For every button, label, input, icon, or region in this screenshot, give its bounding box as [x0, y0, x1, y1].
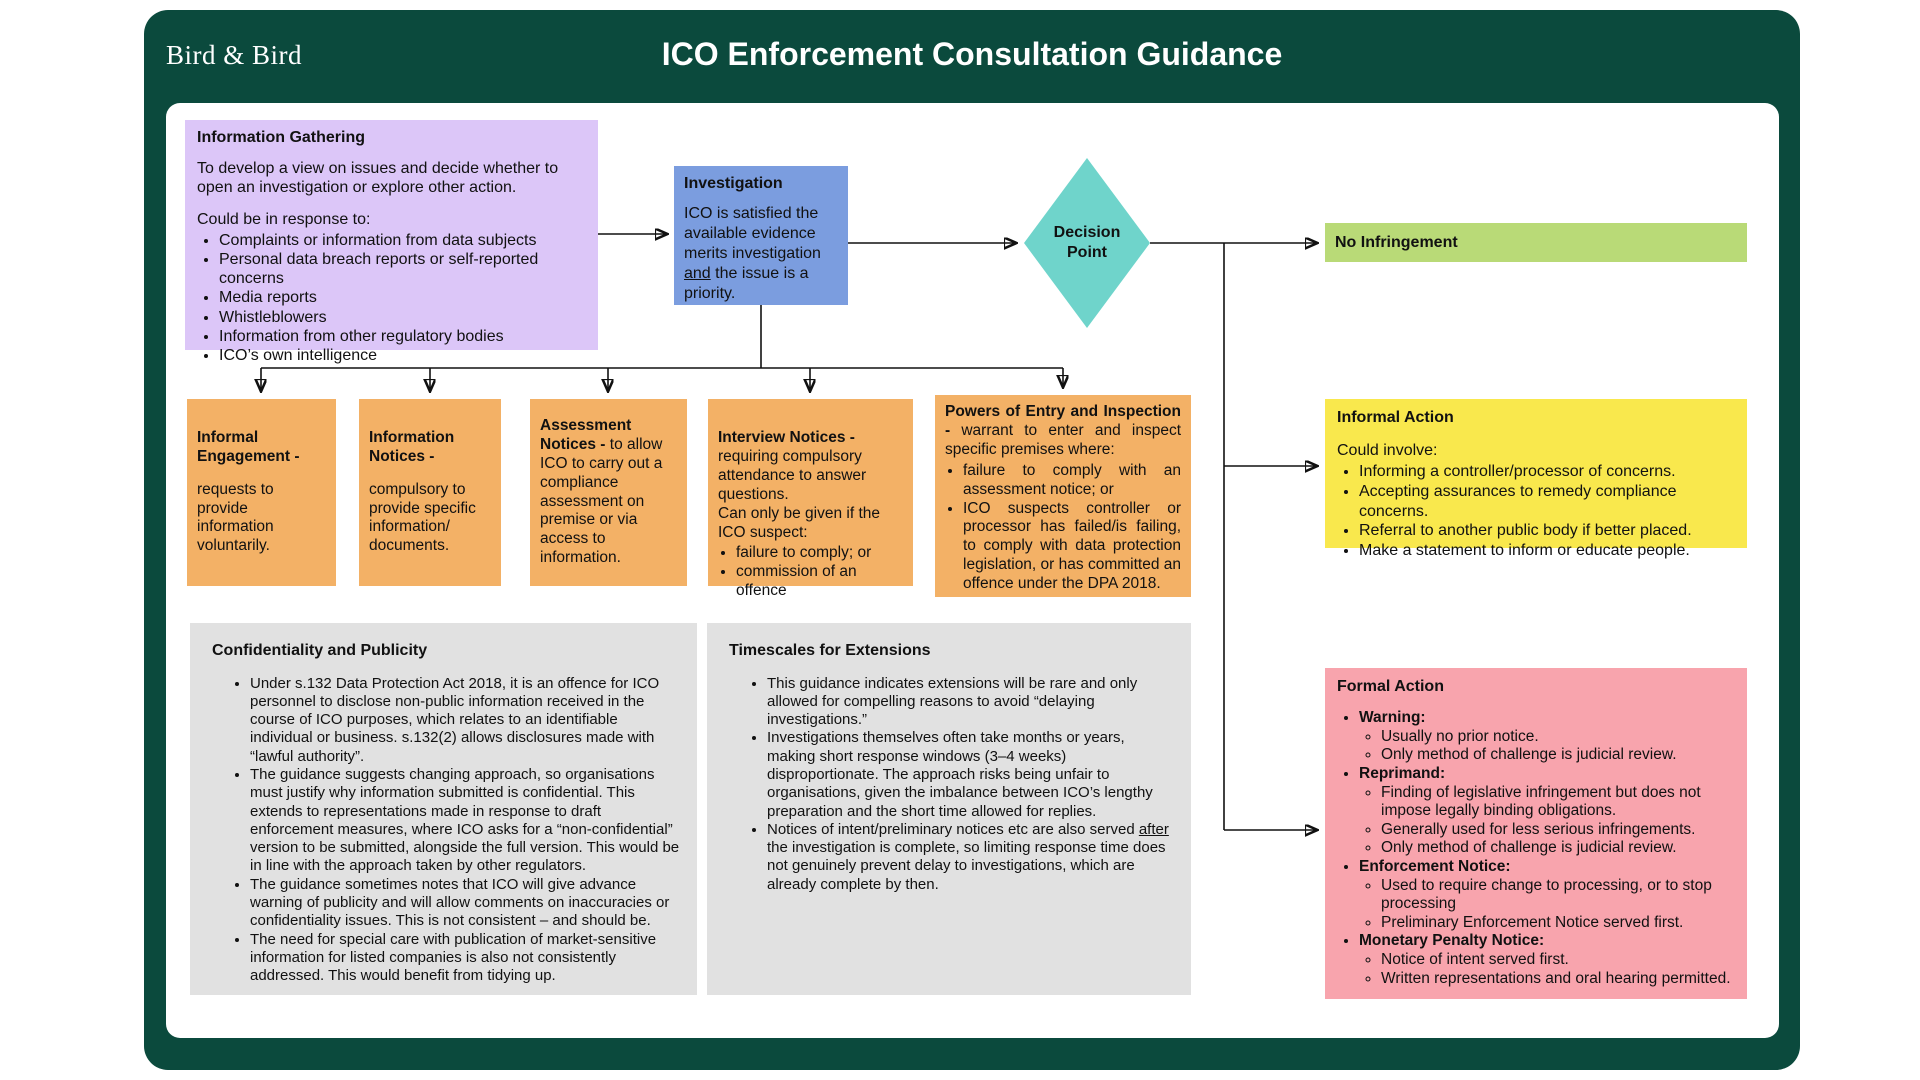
confidentiality-publicity-box: Confidentiality and Publicity Under s.13… [190, 623, 697, 995]
list-item: Whistleblowers [219, 308, 586, 327]
formal-action-box: Formal Action Warning: Usually no prior … [1325, 668, 1747, 999]
timescales-extensions-title: Timescales for Extensions [729, 642, 931, 659]
powers-of-entry-box: Powers of Entry and Inspection - warrant… [935, 395, 1191, 597]
confidentiality-list: Under s.132 Data Protection Act 2018, it… [206, 675, 681, 986]
formal-action-item: Monetary Penalty Notice: Notice of inten… [1359, 932, 1735, 988]
list-item: ICO’s own intelligence [219, 346, 586, 365]
header: Bird & Bird ICO Enforcement Consultation… [144, 10, 1800, 103]
timescales-extensions-box: Timescales for Extensions This guidance … [707, 623, 1191, 995]
information-gathering-box: Information Gathering To develop a view … [185, 120, 598, 364]
list-item: Media reports [219, 288, 586, 307]
timescales-list: This guidance indicates extensions will … [723, 675, 1175, 895]
list-item: The guidance sometimes notes that ICO wi… [250, 876, 681, 931]
list-item: Investigations themselves often take mon… [767, 729, 1175, 820]
investigation-body-pre: ICO is satisfied the available evidence … [684, 205, 821, 262]
interview-notices-box: Interview Notices - requiring compulsory… [708, 399, 913, 599]
list-item: Informing a controller/processor of conc… [1359, 462, 1735, 482]
list-item: commission of an offence [736, 563, 903, 601]
decision-point-diamond: Decision Point [1024, 158, 1150, 328]
powers-of-entry-text: Powers of Entry and Inspection - warrant… [945, 403, 1181, 460]
list-item: Referral to another public body if bette… [1359, 521, 1735, 541]
no-infringement-title: No Infringement [1335, 233, 1458, 251]
information-notices-body: compulsory to provide specific informati… [369, 480, 476, 555]
informal-engagement-body: requests to provide information voluntar… [197, 480, 274, 555]
page-title: ICO Enforcement Consultation Guidance [661, 36, 1283, 72]
list-item: Under s.132 Data Protection Act 2018, it… [250, 675, 681, 766]
list-item: Preliminary Enforcement Notice served fi… [1381, 914, 1735, 933]
formal-action-item-label: Monetary Penalty Notice: [1359, 932, 1545, 950]
timescales-bullet3-pre: Notices of intent/preliminary notices et… [767, 820, 1139, 838]
formal-action-item-label: Reprimand: [1359, 764, 1446, 782]
informal-action-box: Informal Action Could involve: Informing… [1325, 399, 1747, 559]
assessment-notices-title: Assessment Notices - [540, 416, 632, 453]
formal-action-item-label: Enforcement Notice: [1359, 857, 1511, 875]
formal-action-item: Warning: Usually no prior notice. Only m… [1359, 709, 1735, 765]
timescales-bullet3-post: the investigation is complete, so limiti… [767, 839, 1166, 893]
list-item: Usually no prior notice. [1381, 728, 1735, 747]
assessment-notices-body: to allow ICO to carry out a compliance a… [540, 435, 663, 567]
timescales-bullet3-emph: after [1138, 820, 1169, 838]
investigation-box: Investigation ICO is satisfied the avail… [674, 166, 848, 305]
interview-notices-body: requiring compulsory attendance to answe… [718, 447, 867, 503]
confidentiality-publicity-title: Confidentiality and Publicity [212, 642, 428, 659]
list-item: Finding of legislative infringement but … [1381, 784, 1735, 821]
information-gathering-intro: To develop a view on issues and decide w… [197, 160, 559, 197]
list-item: Notice of intent served first. [1381, 951, 1735, 970]
information-gathering-lead: Could be in response to: [197, 210, 371, 228]
assessment-notices-text: Assessment Notices - to allow ICO to car… [540, 417, 677, 568]
formal-action-item: Reprimand: Finding of legislative infrin… [1359, 765, 1735, 858]
list-item: Personal data breach reports or self-rep… [219, 250, 586, 288]
list-item: This guidance indicates extensions will … [767, 675, 1175, 730]
list-item: Information from other regulatory bodies [219, 327, 586, 346]
list-item: Used to require change to processing, or… [1381, 877, 1735, 914]
list-item: The need for special care with publicati… [250, 931, 681, 986]
list-item: ICO suspects controller or processor has… [963, 500, 1181, 595]
bird-and-bird-logo: Bird & Bird [166, 40, 303, 70]
information-gathering-title: Information Gathering [197, 129, 365, 146]
formal-action-item-label: Warning: [1359, 709, 1426, 727]
powers-of-entry-body: warrant to enter and inspect specific pr… [945, 421, 1181, 458]
list-item: Generally used for less serious infringe… [1381, 821, 1735, 840]
list-item: Written representations and oral hearing… [1381, 970, 1735, 989]
powers-of-entry-title: Powers of Entry and Inspection - [945, 403, 1181, 439]
information-notices-title: Information Notices - [369, 428, 455, 465]
list-item: Only method of challenge is judicial rev… [1381, 746, 1735, 765]
formal-action-title: Formal Action [1337, 678, 1444, 695]
powers-of-entry-list: failure to comply with an assessment not… [945, 462, 1181, 594]
list-item: Complaints or information from data subj… [219, 231, 586, 250]
formal-action-item: Enforcement Notice: Used to require chan… [1359, 858, 1735, 932]
informal-action-title: Informal Action [1337, 409, 1454, 426]
investigation-body: ICO is satisfied the available evidence … [684, 204, 838, 304]
informal-action-lead: Could involve: [1337, 441, 1438, 459]
interview-notices-text: Interview Notices - requiring compulsory… [718, 429, 903, 505]
list-item: Accepting assurances to remedy complianc… [1359, 482, 1735, 521]
list-item: The guidance suggests changing approach,… [250, 766, 681, 876]
formal-action-sublist: Finding of legislative infringement but … [1359, 784, 1735, 858]
informal-engagement-title: Informal Engagement - [197, 428, 300, 465]
interview-notices-list: failure to comply; or commission of an o… [718, 544, 903, 601]
information-notices-box: Information Notices - compulsory to prov… [359, 399, 501, 586]
investigation-title: Investigation [684, 175, 783, 192]
list-item: failure to comply; or [736, 544, 903, 563]
no-infringement-box: No Infringement [1325, 223, 1747, 262]
list-item: Notices of intent/preliminary notices et… [767, 821, 1175, 894]
list-item: Make a statement to inform or educate pe… [1359, 541, 1735, 561]
slide-frame: Bird & Bird ICO Enforcement Consultation… [144, 10, 1800, 1070]
formal-action-sublist: Used to require change to processing, or… [1359, 877, 1735, 933]
list-item: failure to comply with an assessment not… [963, 462, 1181, 500]
informal-engagement-box: Informal Engagement - requests to provid… [187, 399, 336, 586]
interview-notices-title: Interview Notices - [718, 429, 855, 446]
decision-point-label: Decision Point [1053, 224, 1121, 261]
interview-notices-lead: Can only be given if the ICO suspect: [718, 504, 880, 541]
formal-action-sublist: Notice of intent served first. Written r… [1359, 951, 1735, 988]
information-gathering-list: Complaints or information from data subj… [197, 231, 586, 365]
formal-action-list: Warning: Usually no prior notice. Only m… [1337, 709, 1735, 988]
list-item: Only method of challenge is judicial rev… [1381, 839, 1735, 858]
informal-action-list: Informing a controller/processor of conc… [1337, 462, 1735, 560]
investigation-body-emph: and [684, 265, 711, 282]
formal-action-sublist: Usually no prior notice. Only method of … [1359, 728, 1735, 765]
diagram-canvas: Information Gathering To develop a view … [166, 103, 1779, 1038]
investigation-body-post: the issue is a priority. [684, 265, 809, 302]
assessment-notices-box: Assessment Notices - to allow ICO to car… [530, 399, 687, 586]
